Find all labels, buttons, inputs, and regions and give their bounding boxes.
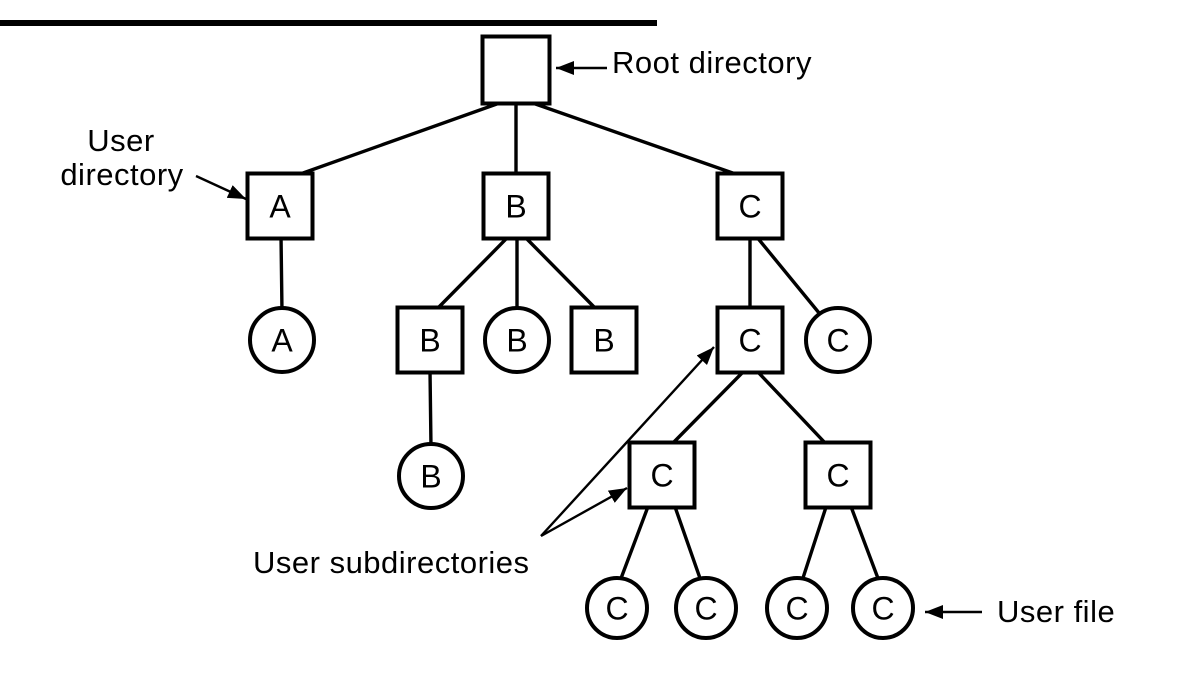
user-directory-label-line1: User [87, 123, 154, 158]
user-subdirectories-label: User subdirectories [253, 545, 530, 580]
tree-edge [522, 98, 749, 180]
node-subdirectory-b1 [395, 305, 465, 375]
tree-edge [848, 502, 881, 583]
node-label-file-c2: C [605, 591, 628, 627]
user-file-label: User file [997, 594, 1115, 629]
user-directory-arrow [195, 174, 247, 201]
tree-edge [287, 98, 510, 180]
tree-edge [668, 368, 747, 448]
node-label-subdirectory-c1: C [738, 323, 761, 359]
node-label-directory-b: B [505, 189, 526, 225]
node-file-c5 [851, 576, 915, 640]
node-directory-a [245, 171, 315, 241]
user-subdirectories-arrow-upper [540, 346, 715, 537]
node-subdirectory-b2 [569, 305, 639, 375]
node-file-a1 [248, 306, 316, 374]
tree-edge [279, 233, 284, 314]
node-file-c1 [804, 306, 872, 374]
node-label-file-c3: C [694, 591, 717, 627]
node-label-subdirectory-c2: C [650, 458, 673, 494]
root-directory-label: Root directory [612, 45, 812, 80]
node-subdirectory-c2 [627, 440, 697, 510]
tree-nodes-layer: A B C B B C C C A B B C C C C C [245, 34, 915, 640]
node-root-directory [480, 34, 552, 106]
node-subdirectory-c3 [803, 440, 873, 510]
node-directory-b [481, 171, 551, 241]
node-label-file-c5: C [871, 591, 894, 627]
node-file-c3 [674, 576, 738, 640]
node-file-b1 [483, 306, 551, 374]
user-subdirectories-arrow-lower [540, 486, 628, 538]
node-label-subdirectory-b1: B [419, 323, 440, 359]
node-label-directory-a: A [269, 189, 291, 225]
node-file-c4 [765, 576, 829, 640]
node-label-file-b1: B [506, 323, 527, 359]
node-directory-c [715, 171, 785, 241]
tree-edge [672, 502, 703, 583]
node-label-file-b2: B [420, 459, 441, 495]
tree-edge [432, 233, 512, 314]
node-label-subdirectory-b2: B [593, 323, 614, 359]
node-subdirectory-c1 [715, 305, 785, 375]
user-directory-label-line2: directory [60, 157, 183, 192]
node-label-file-c1: C [826, 323, 849, 359]
tree-edge [521, 233, 601, 314]
node-file-c2 [585, 576, 649, 640]
tree-edge [618, 502, 651, 583]
annotation-arrows-layer [195, 61, 982, 619]
node-label-file-a1: A [271, 323, 293, 359]
node-label-directory-c: C [738, 189, 761, 225]
node-file-b2 [397, 442, 465, 510]
tree-edge [754, 368, 830, 448]
tree-edge [428, 368, 433, 450]
tree-edge [800, 502, 829, 583]
tree-edges-layer [279, 98, 881, 583]
node-label-file-c4: C [785, 591, 808, 627]
node-label-subdirectory-c3: C [826, 458, 849, 494]
tree-edge [754, 234, 826, 321]
